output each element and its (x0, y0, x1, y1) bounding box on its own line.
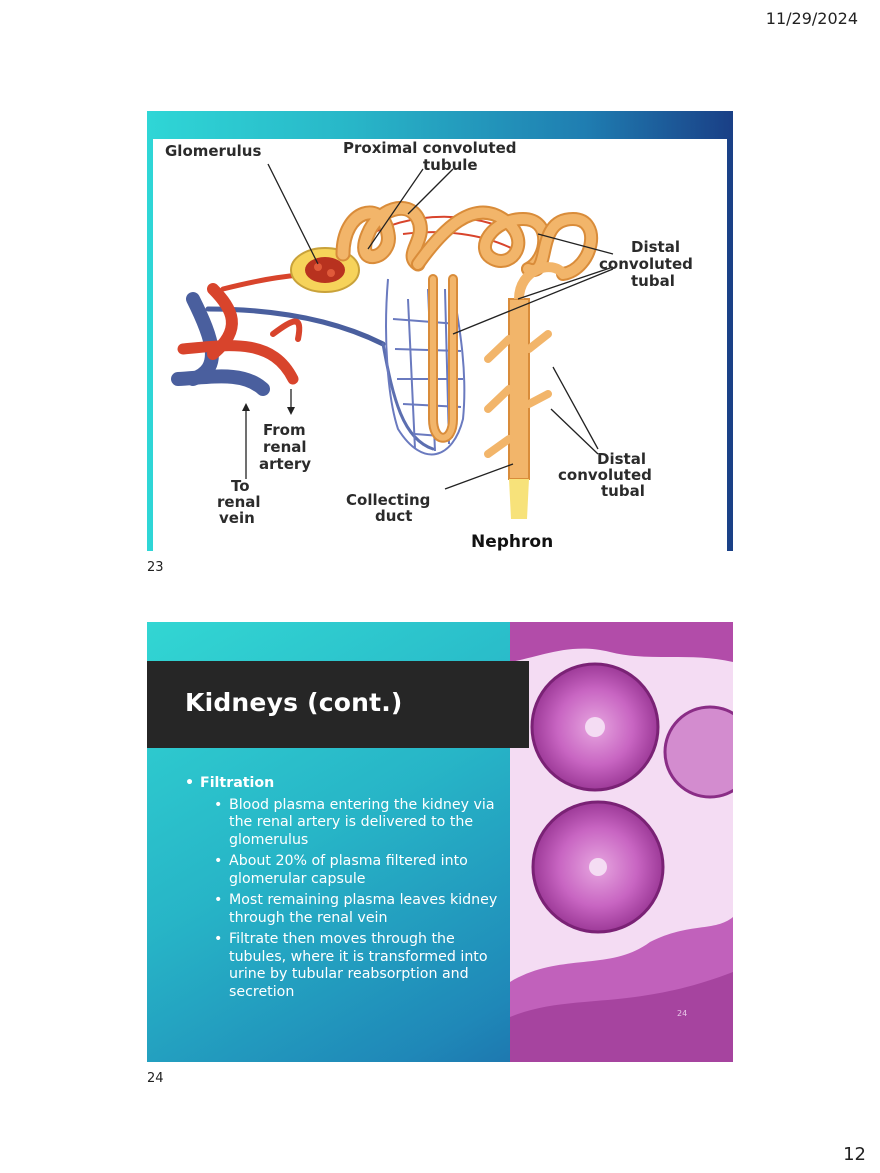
label-from-line2: renal (263, 438, 307, 456)
nephron-diagram-panel: Glomerulus Proximal convoluted tubule Di… (153, 139, 727, 551)
bullet-list: Filtration Blood plasma entering the kid… (183, 775, 503, 1005)
label-from-line3: artery (259, 455, 311, 473)
caption-nephron: Nephron (471, 532, 553, 551)
slide-24: Kidneys (cont.) Filtration Blood plasma … (147, 622, 733, 1062)
label-proximal-line2: tubule (423, 156, 478, 174)
list-item: About 20% of plasma filtered into glomer… (183, 853, 503, 888)
label-pointers (245, 163, 614, 490)
slide-inner-number: 24 (677, 1009, 688, 1018)
tubule-structures (335, 200, 598, 443)
bullet-heading: Filtration (183, 775, 503, 793)
slide-number-23: 23 (147, 560, 164, 575)
page-number: 12 (843, 1144, 866, 1165)
label-from-line1: From (263, 421, 306, 439)
label-distal-top-line1: Distal (631, 238, 680, 256)
list-item: Filtrate then moves through the tubules,… (183, 931, 503, 1001)
label-collecting-line1: Collecting (346, 491, 430, 509)
kidney-tissue-micrograph (510, 622, 733, 1062)
list-item: Blood plasma entering the kidney via the… (183, 797, 503, 850)
label-distal-top-line2: convoluted (599, 255, 693, 273)
nephron-diagram: Glomerulus Proximal convoluted tubule Di… (165, 139, 693, 551)
label-distal-top-line3: tubal (631, 272, 675, 290)
bullet-heading-text: Filtration (200, 775, 275, 791)
title-bar: Kidneys (cont.) (147, 661, 529, 748)
label-to-line2: renal (217, 493, 261, 511)
arrowheads (242, 403, 295, 415)
label-distal-bot-line3: tubal (601, 482, 645, 500)
list-item: Most remaining plasma leaves kidney thro… (183, 892, 503, 927)
label-to-line3: vein (219, 509, 255, 527)
label-distal-bot-line1: Distal (597, 450, 646, 468)
slide-title: Kidneys (cont.) (185, 688, 403, 717)
label-collecting-line2: duct (375, 507, 412, 525)
page-date: 11/29/2024 (765, 9, 858, 28)
label-proximal-line1: Proximal convoluted (343, 139, 517, 157)
slide-number-24: 24 (147, 1071, 164, 1086)
label-distal-bot-line2: convoluted (558, 466, 652, 484)
label-glomerulus: Glomerulus (165, 142, 261, 160)
slide-23: Glomerulus Proximal convoluted tubule Di… (147, 111, 733, 551)
label-to-line1: To (231, 477, 250, 495)
